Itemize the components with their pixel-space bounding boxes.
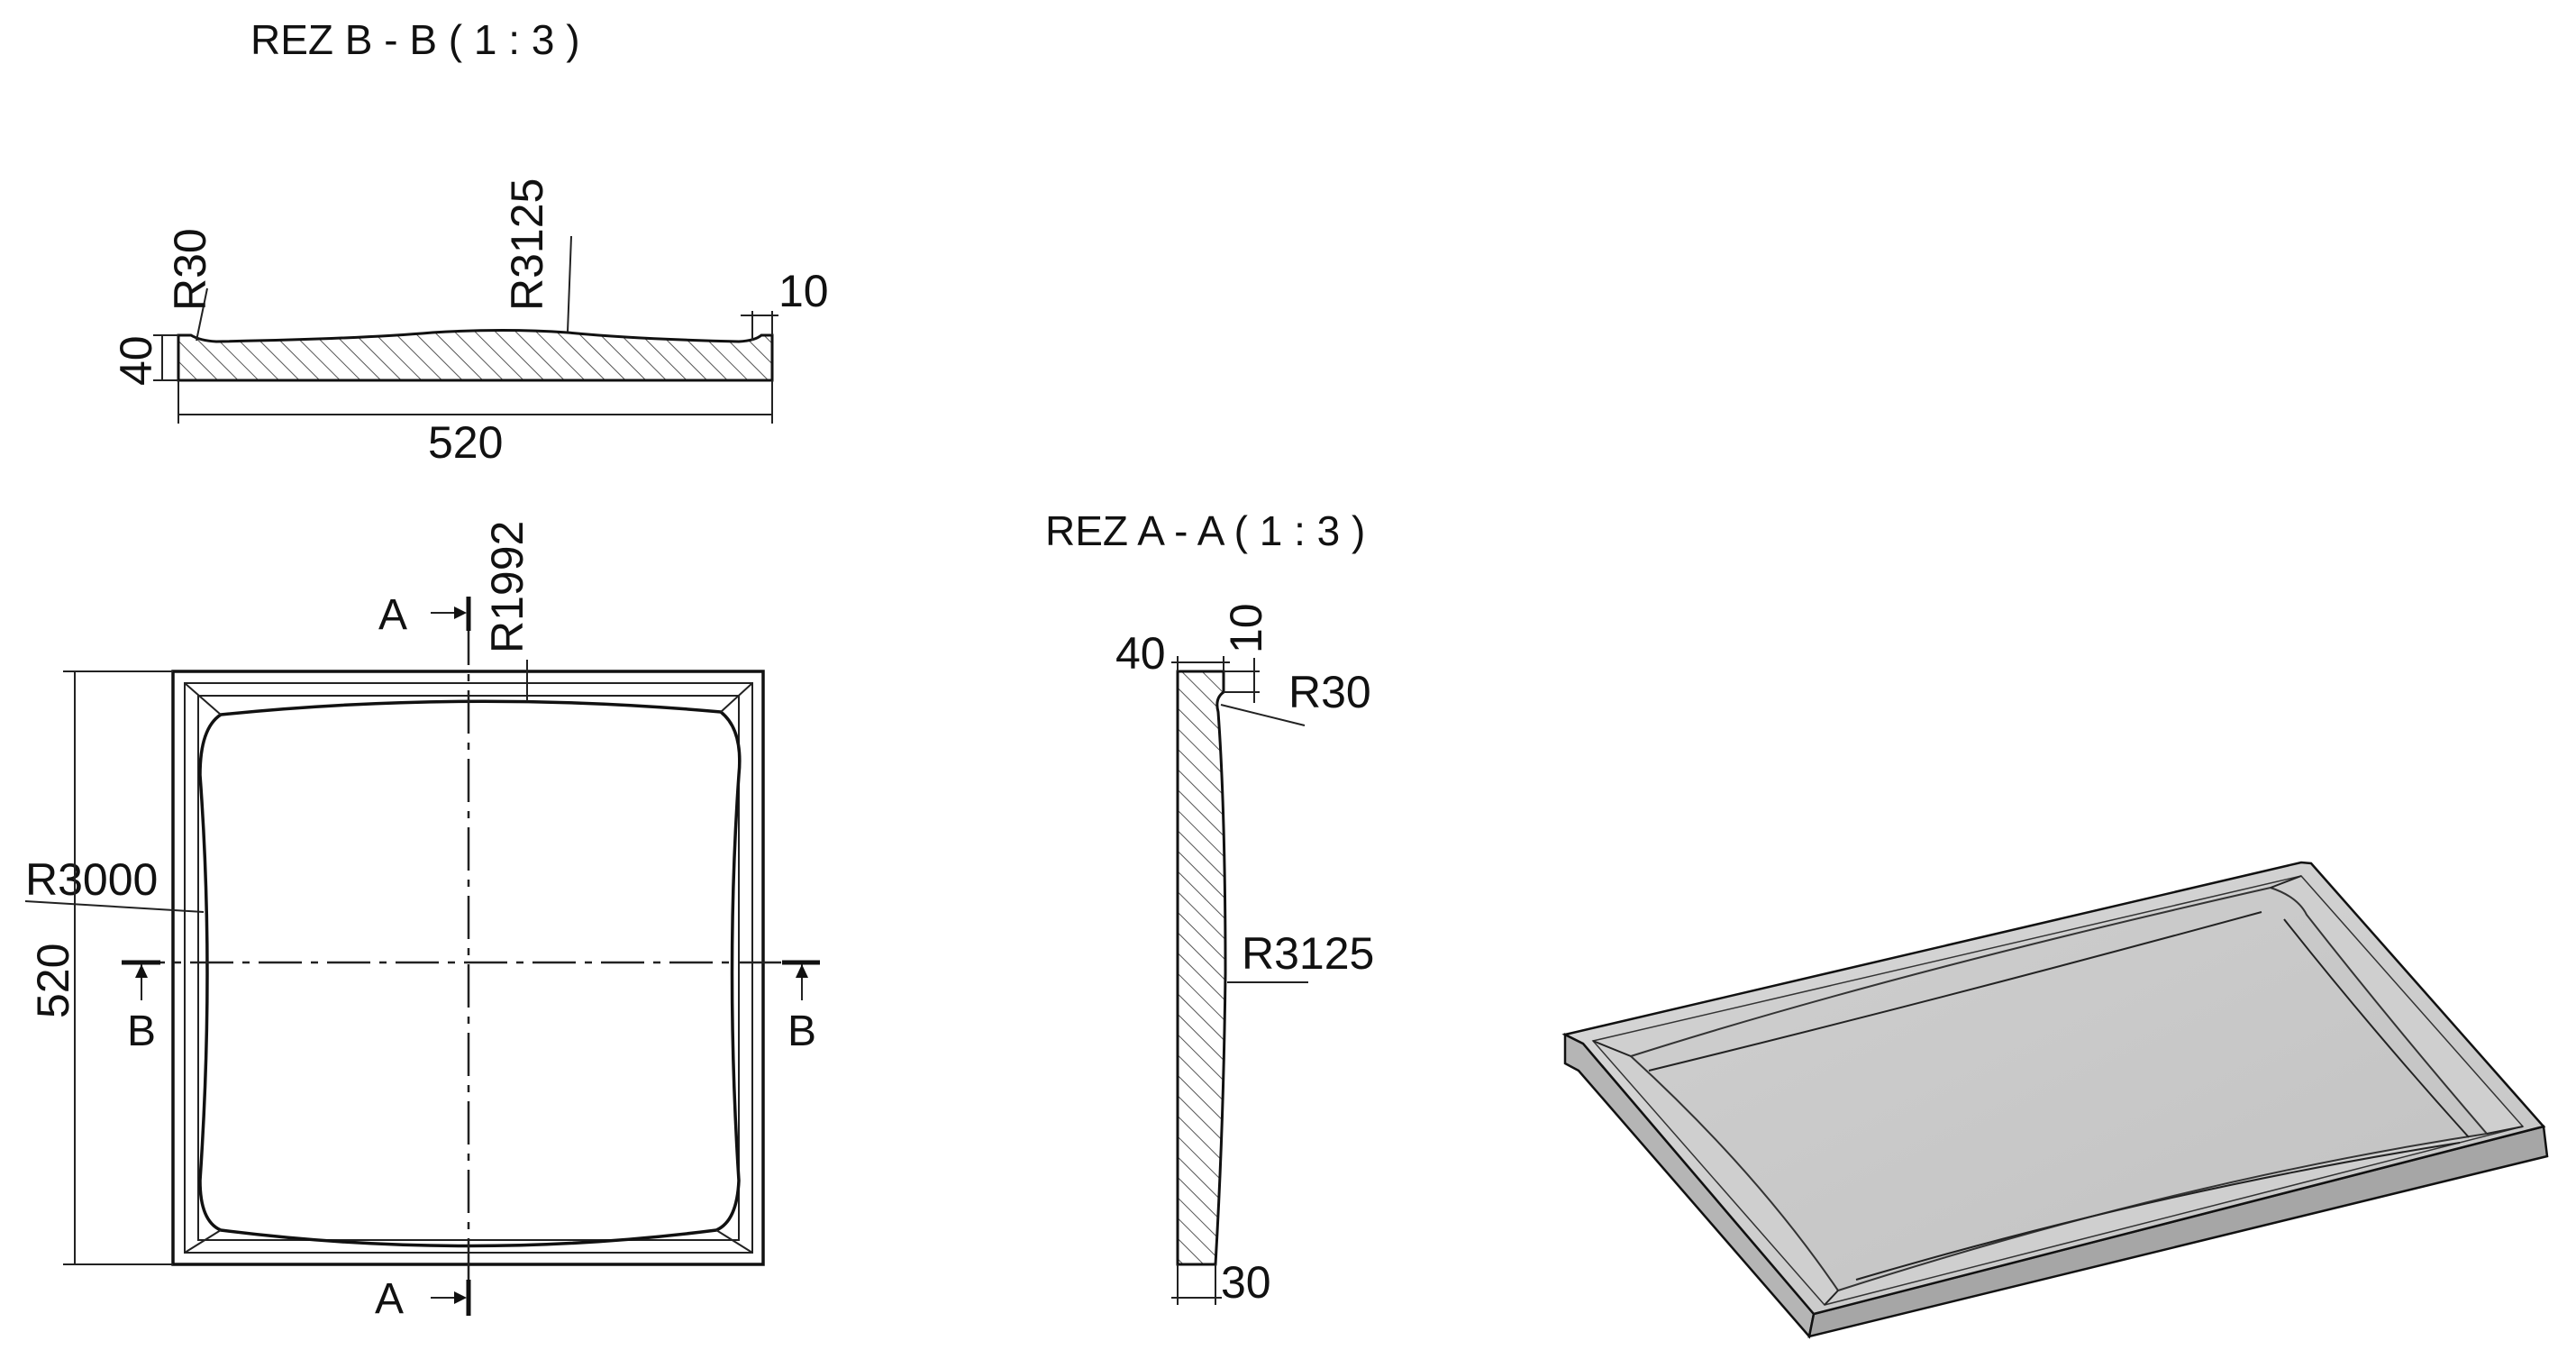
section-b-r3125-label: R3125	[502, 178, 552, 311]
plan-view: A A B B R1992 R3000 520	[24, 521, 820, 1323]
cut-b-left-label: B	[127, 1008, 156, 1055]
iso-basin-edge	[1855, 1142, 2461, 1281]
section-b-b: REZ B - B ( 1 : 3 ) 40 R30 R3125 10 520	[111, 16, 829, 468]
cut-b-right-arrowhead	[796, 964, 808, 978]
cut-a-bottom-arrowhead	[454, 1291, 467, 1304]
plan-corner-miter	[184, 682, 222, 716]
iso-basin	[1629, 886, 2489, 1292]
iso-corner-bevel	[2270, 875, 2302, 889]
isometric-view	[1561, 861, 2549, 1339]
plan-r3000-leader	[24, 900, 205, 913]
section-a-r3125-label: R3125	[1242, 928, 1374, 979]
iso-corner-bevel	[2486, 1126, 2524, 1135]
section-b-r30-label: R30	[165, 228, 215, 311]
cut-a-top-arrowhead	[454, 607, 467, 619]
plan-size-label: 520	[28, 944, 78, 1018]
cut-a-bottom-label: A	[375, 1275, 404, 1323]
iso-corner-bevel	[1824, 1290, 1839, 1306]
section-a-r30-label: R30	[1288, 667, 1371, 717]
section-a-title: REZ A - A ( 1 : 3 )	[1045, 507, 1365, 554]
iso-basin-edge	[2283, 918, 2470, 1138]
section-b-profile	[177, 329, 774, 382]
plan-basin-outline	[198, 699, 742, 1248]
section-b-r30-leader	[196, 287, 208, 342]
section-a-r30-leader	[1220, 704, 1306, 726]
section-a-rim-label: 10	[1221, 603, 1271, 653]
iso-corner-bevel	[1592, 1040, 1632, 1057]
section-b-r3125-leader	[567, 235, 572, 333]
cut-b-right-label: B	[787, 1008, 816, 1055]
section-b-width-label: 520	[428, 417, 503, 468]
iso-basin-edge	[1648, 911, 2262, 1072]
plan-r3000-label: R3000	[25, 854, 158, 905]
section-b-title: REZ B - B ( 1 : 3 )	[250, 16, 580, 63]
plan-corner-miter	[720, 682, 753, 713]
section-b-height-label: 40	[111, 335, 161, 386]
section-a-height-label: 40	[1115, 628, 1166, 679]
section-a-a: REZ A - A ( 1 : 3 ) 40 10 R30 R3125 30	[1045, 507, 1374, 1308]
plan-corner-miter	[184, 1229, 222, 1254]
cut-b-left-arrowhead	[135, 964, 148, 978]
section-a-profile	[1176, 670, 1227, 1266]
section-b-rim-label: 10	[778, 266, 829, 316]
plan-corner-miter	[715, 1229, 753, 1254]
plan-r1992-label: R1992	[482, 521, 532, 653]
section-a-bottom-label: 30	[1221, 1257, 1271, 1308]
cut-a-top-label: A	[378, 591, 407, 639]
